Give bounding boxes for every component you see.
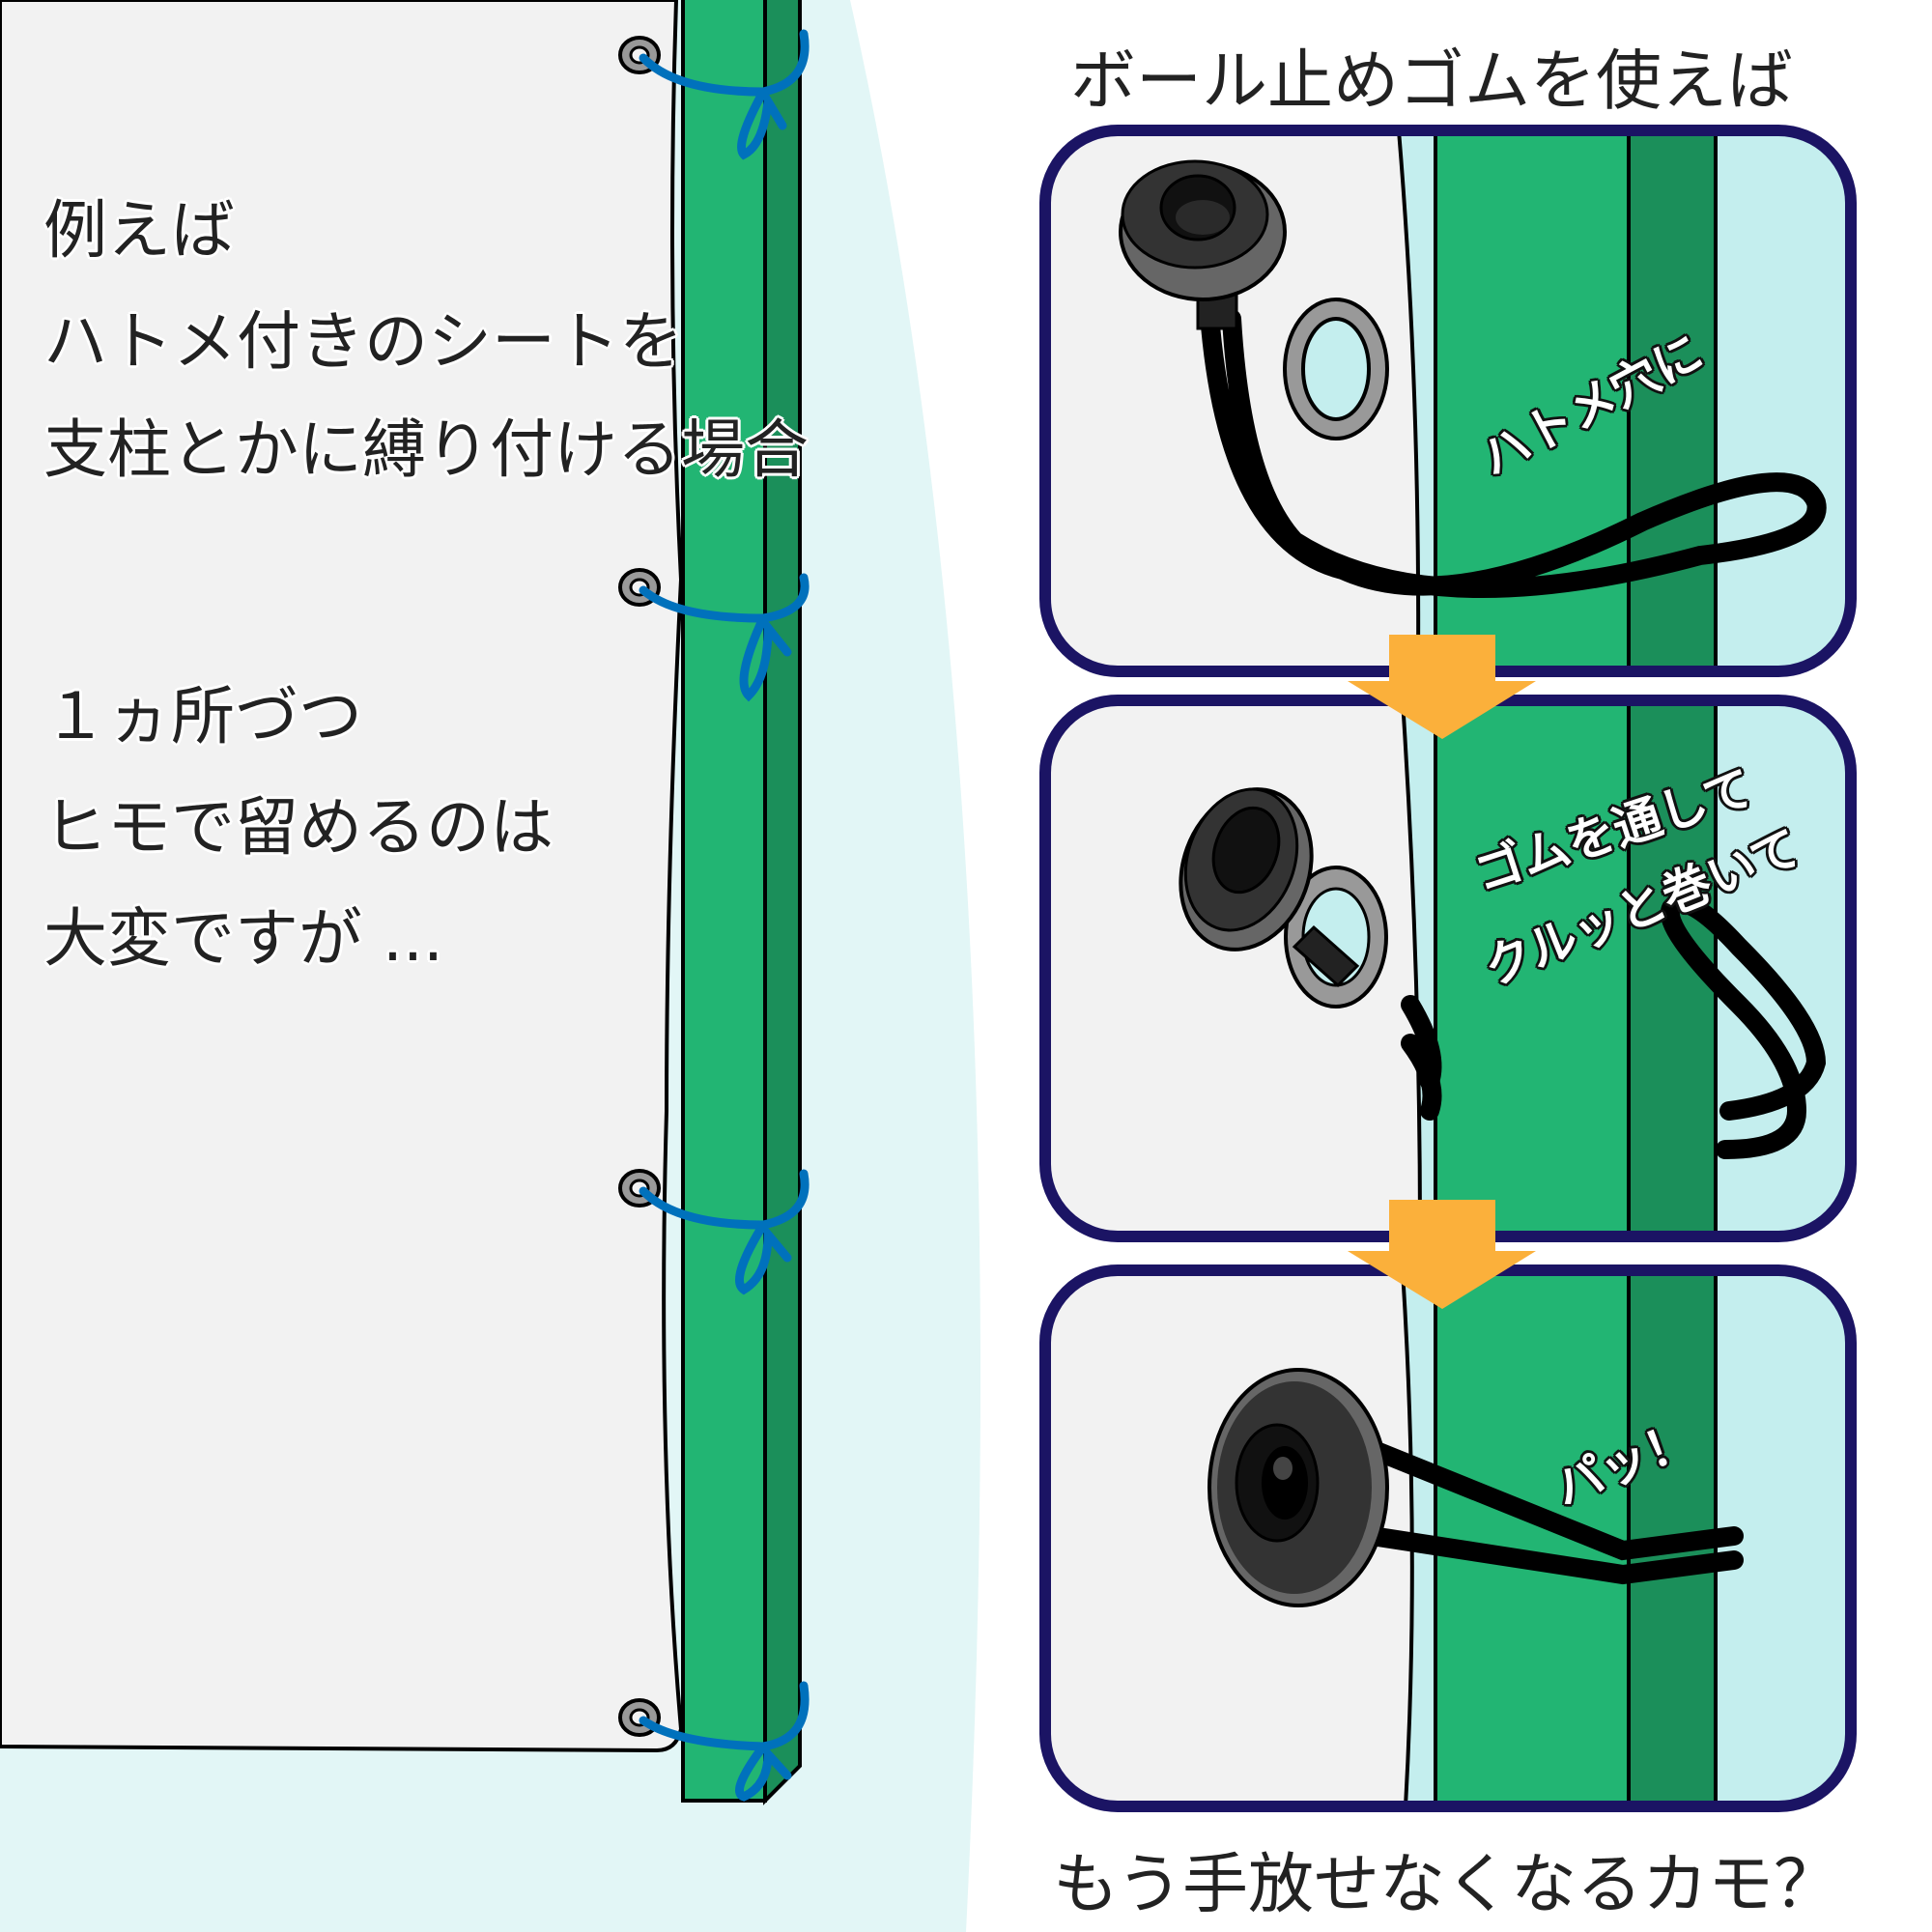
left-text-line-2: ハトメ付きのシートを: [43, 304, 683, 379]
sheet: [0, 0, 684, 1753]
left-text-line-1: 例えば: [43, 193, 235, 268]
string-tie-4: [639, 1681, 810, 1802]
left-text-line-3: 支柱とかに縛り付ける場合: [43, 412, 809, 487]
down-arrow-1: [1348, 635, 1536, 739]
bungee-cord: [1362, 1439, 1744, 1585]
right-title: ボール止めゴムを使えば: [1070, 43, 1794, 120]
footer-text: もう手放せなくなるカモ？: [1053, 1847, 1839, 1923]
string-tie-3: [639, 1169, 810, 1295]
panel-1: [1039, 125, 1857, 677]
panel-2: [1039, 695, 1857, 1242]
bungee-cord: [1200, 304, 1827, 599]
panel-3: [1039, 1264, 1857, 1812]
ball-stopper: [1179, 787, 1360, 988]
left-text-line-5: ヒモで留めるのは: [43, 790, 554, 865]
ball-stopper: [1119, 159, 1287, 330]
ball-stopper: [1208, 1368, 1389, 1607]
down-arrow-2: [1348, 1200, 1536, 1309]
string-tie-2: [639, 573, 810, 702]
pole: [681, 0, 802, 1805]
left-text-line-4: １ヵ所づつ: [43, 679, 362, 753]
bungee-cord: [1401, 894, 1827, 1159]
left-text-line-6: 大変ですが ...: [43, 901, 443, 976]
string-tie-1: [639, 29, 810, 160]
strings: [639, 29, 810, 1802]
grommet-hole: [1283, 298, 1389, 440]
